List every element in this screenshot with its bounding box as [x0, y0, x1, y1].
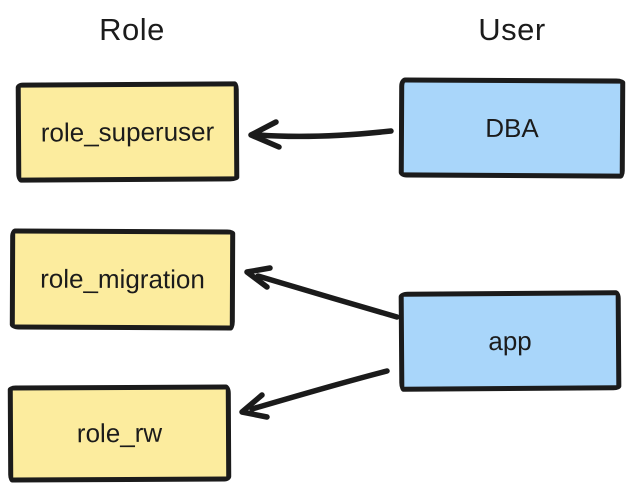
user-app-box: app [398, 290, 622, 392]
user-app-label: app [488, 325, 532, 356]
role-rw-label: role_rw [76, 417, 163, 449]
role-rw-box: role_rw [7, 384, 232, 483]
column-heading-user: User [478, 12, 546, 47]
user-dba-box: DBA [398, 77, 626, 179]
arrow-app-to-role-migration [244, 265, 400, 320]
arrow-dba-to-role-superuser [248, 119, 394, 150]
role-superuser-box: role_superuser [15, 81, 240, 183]
role-migration-label: role_migration [40, 263, 205, 295]
role-superuser-label: role_superuser [40, 115, 215, 148]
user-dba-label: DBA [485, 112, 539, 143]
column-heading-role: Role [99, 12, 165, 47]
role-migration-box: role_migration [9, 228, 236, 331]
arrow-app-to-role-rw [239, 368, 390, 420]
